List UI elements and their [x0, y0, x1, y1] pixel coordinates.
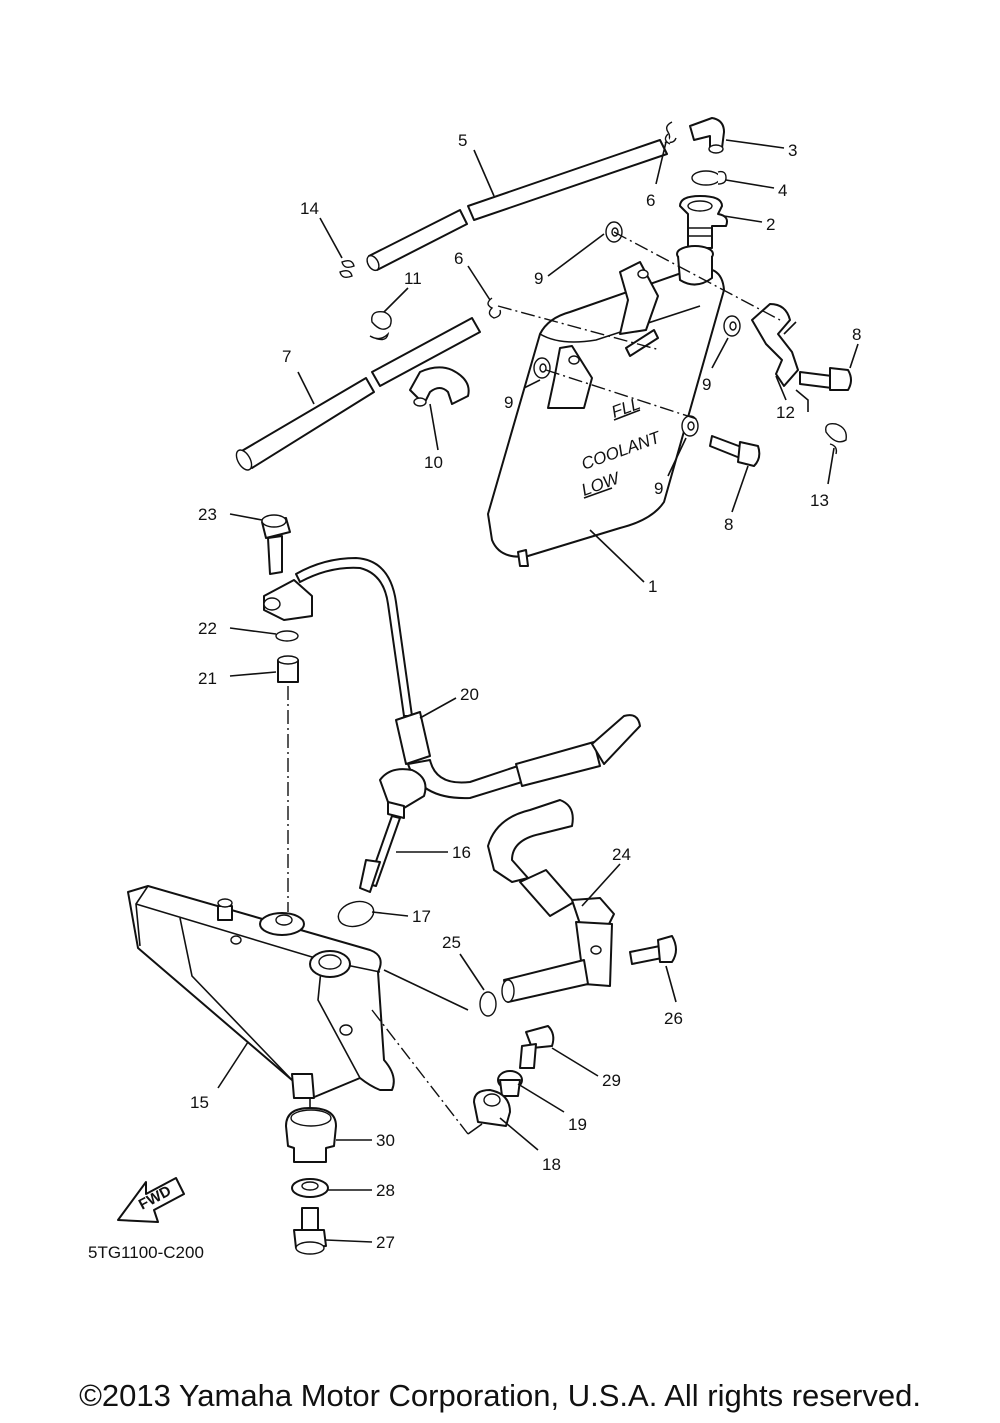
callout-21: 21 [198, 669, 217, 688]
part-21-collar [277, 655, 299, 683]
callout-23: 23 [198, 505, 217, 524]
part-18-grommet [473, 1089, 511, 1127]
part-28-washer [291, 1178, 329, 1198]
part-24-return-pipe [487, 799, 615, 1003]
part-8-bolts [709, 367, 852, 467]
callout-14: 14 [300, 199, 319, 218]
callout-16: 16 [452, 843, 471, 862]
part-22-o-ring [275, 630, 299, 642]
part-26-bolt [629, 935, 677, 965]
callout-22: 22 [198, 619, 217, 638]
part-29-bolt [519, 1025, 555, 1069]
part-5-hose [366, 139, 668, 272]
callout-8-lower: 8 [724, 515, 733, 534]
part-11-clip [369, 311, 392, 341]
callout-8-right: 8 [852, 325, 861, 344]
part-14-clip [339, 259, 355, 279]
callout-20: 20 [460, 685, 479, 704]
part-27-bolt [293, 1207, 327, 1255]
part-6-clip-upper [664, 121, 677, 145]
callout-24: 24 [612, 845, 631, 864]
callout-19: 19 [568, 1115, 587, 1134]
copyright-notice: ©2013 Yamaha Motor Corporation, U.S.A. A… [79, 1378, 921, 1413]
callout-5: 5 [458, 131, 467, 150]
callout-1: 1 [648, 577, 657, 596]
part-20-oil-pipe [263, 557, 641, 800]
callout-9-top: 9 [534, 269, 543, 288]
callout-13: 13 [810, 491, 829, 510]
callout-9-lower: 9 [654, 479, 663, 498]
part-2-cap [679, 195, 728, 249]
part-12-bracket [751, 303, 809, 412]
callout-27: 27 [376, 1233, 395, 1252]
callout-6-upper: 6 [646, 191, 655, 210]
callout-7: 7 [282, 347, 291, 366]
callout-25: 25 [442, 933, 461, 952]
part-16-dipstick [359, 768, 427, 893]
part-15-oil-tank [127, 885, 395, 1099]
callout-9-left: 9 [504, 393, 513, 412]
callout-6-lower: 6 [454, 249, 463, 268]
callout-4: 4 [778, 181, 787, 200]
callouts: 1 2 3 4 5 6 6 7 8 8 9 9 9 [190, 131, 861, 1252]
part-1-reservoir-tank: FLL COOLANT LOW [487, 245, 725, 567]
callout-11: 11 [404, 269, 422, 288]
part-25-o-ring [479, 991, 497, 1017]
part-13-clip [825, 422, 847, 455]
part-23-bolt [261, 514, 291, 575]
callout-15: 15 [190, 1093, 209, 1112]
part-19-collar [497, 1070, 523, 1097]
fwd-arrow-icon: FWD [117, 1177, 185, 1223]
drawing-code: 5TG1100-C200 [88, 1243, 204, 1262]
callout-2: 2 [766, 215, 775, 234]
callout-17: 17 [412, 907, 431, 926]
part-7-hose [235, 317, 481, 471]
part-3-elbow [689, 117, 725, 154]
callout-28: 28 [376, 1181, 395, 1200]
callout-10: 10 [424, 453, 443, 472]
part-30-grommet [285, 1107, 337, 1163]
part-6-clip-lower [487, 297, 502, 319]
callout-12: 12 [776, 403, 795, 422]
callout-18: 18 [542, 1155, 561, 1174]
part-10-bracket [409, 366, 470, 407]
part-4-clamp [691, 170, 727, 186]
callout-26: 26 [664, 1009, 683, 1028]
part-9-washers [533, 221, 741, 437]
callout-30: 30 [376, 1131, 395, 1150]
callout-29: 29 [602, 1071, 621, 1090]
part-17-o-ring [337, 900, 375, 928]
callout-3: 3 [788, 141, 797, 160]
callout-9-right: 9 [702, 375, 711, 394]
